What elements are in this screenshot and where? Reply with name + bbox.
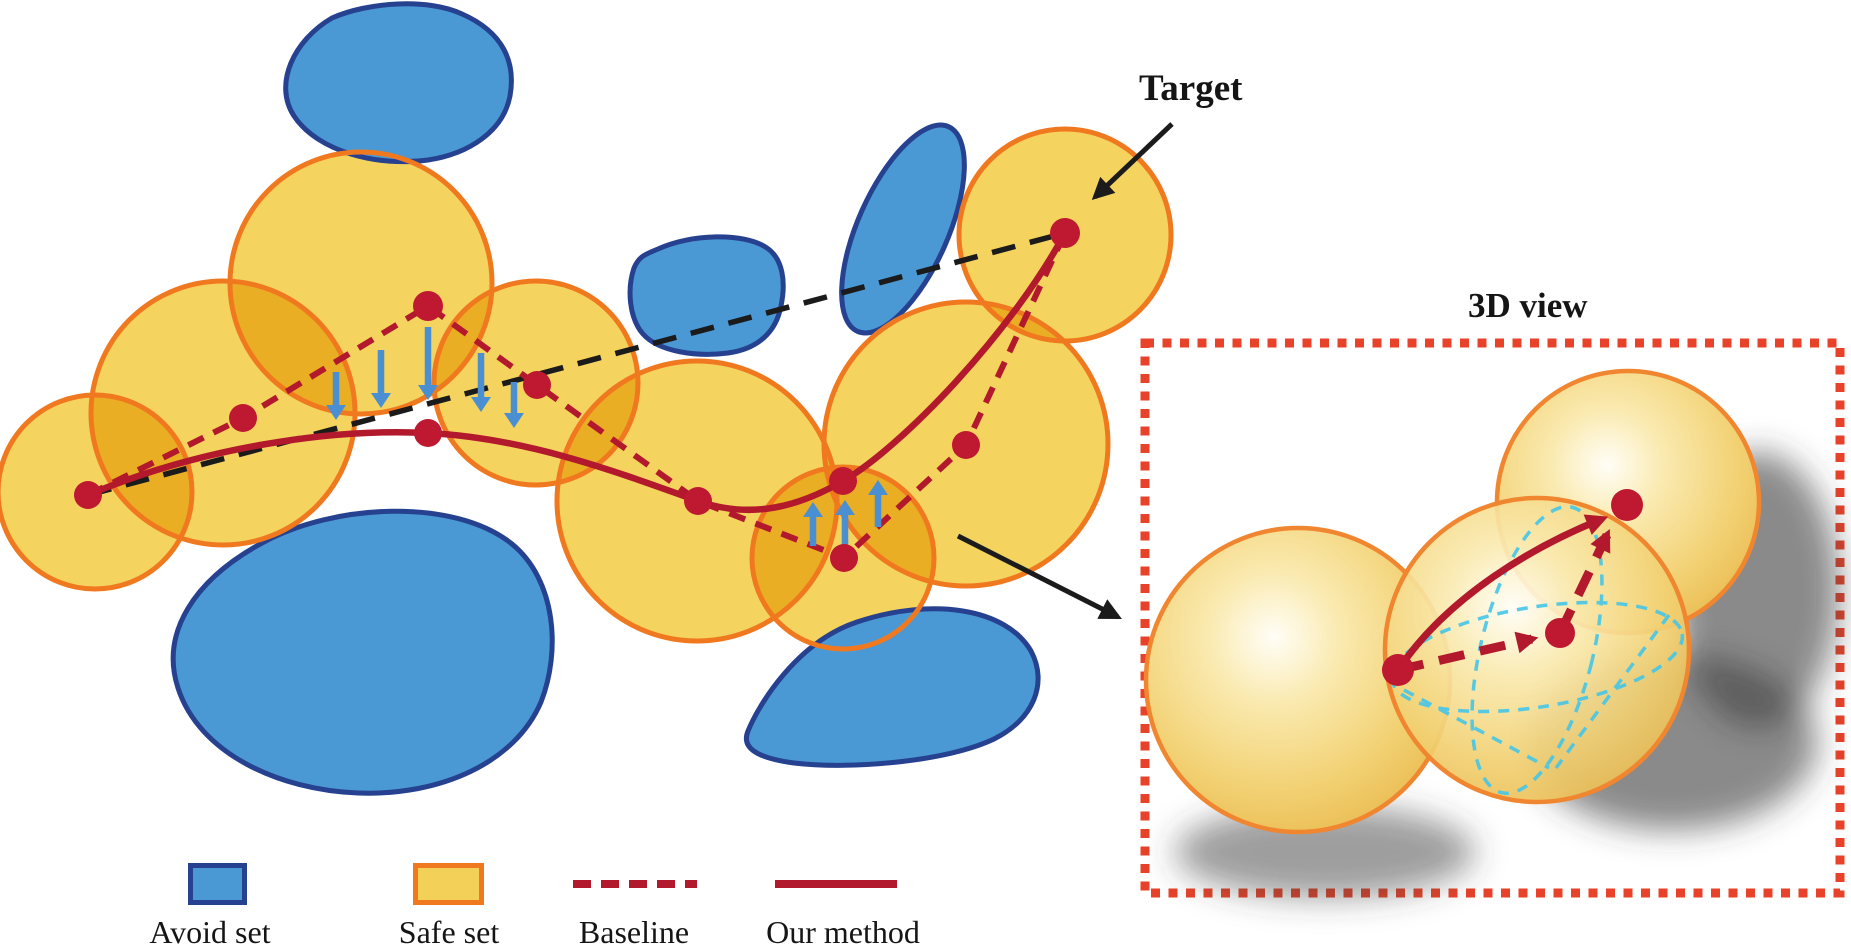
target-dot	[1050, 218, 1080, 248]
our-method-solid-swatch	[775, 880, 897, 888]
avoid-set-blob	[839, 122, 967, 336]
safe-set-outline	[821, 299, 1111, 589]
target-arrow	[1091, 122, 1174, 201]
waypoint-dot	[684, 487, 712, 515]
inset-3d-view-box	[1140, 338, 1845, 898]
projection-arrow-down	[471, 353, 491, 412]
projection-arrow-down	[326, 372, 346, 420]
avoid-set-swatch	[188, 863, 247, 905]
waypoint-dot	[1611, 489, 1643, 521]
safe-set-outline	[227, 149, 495, 417]
projection-arrows-up	[803, 480, 888, 548]
wireframe-chord	[1403, 688, 1550, 770]
waypoint-dot	[523, 371, 551, 399]
waypoint-dot	[829, 467, 857, 495]
projection-arrow-up	[803, 502, 823, 546]
waypoint-dot	[1545, 618, 1575, 648]
inset-waypoint-dots	[1382, 489, 1643, 686]
avoid-set-blob	[283, 1, 514, 165]
baseline-dashed-swatch	[573, 880, 697, 888]
legend-label-baseline: Baseline	[578, 914, 690, 950]
projection-arrow-up	[868, 480, 888, 527]
waypoint-dots	[74, 218, 1080, 572]
projection-arrows-down	[326, 327, 524, 428]
waypoint-dot	[413, 291, 443, 321]
safe-set-outline	[956, 126, 1174, 344]
inset-baseline-path	[1555, 529, 1612, 635]
waypoint-dot	[229, 404, 257, 432]
projection-arrow-down	[504, 382, 524, 428]
safe-set-outline	[0, 392, 195, 592]
projection-arrow-down	[418, 327, 438, 400]
projection-arrow-down	[371, 350, 391, 408]
target-label: Target	[1139, 68, 1243, 109]
start-dot	[74, 481, 102, 509]
avoid-set-blobs	[170, 1, 1041, 796]
inset-our-method-path	[1395, 514, 1609, 672]
wireframe-meridian	[1470, 504, 1604, 796]
legend-label-avoid-set: Avoid set	[149, 914, 271, 950]
safe-set-outline	[431, 278, 641, 488]
projection-arrow-up	[835, 500, 855, 548]
avoid-set-blob	[627, 234, 786, 357]
safe-spheres	[1143, 368, 1762, 835]
inset-baseline-path	[1396, 631, 1539, 675]
sphere-shadow	[1175, 806, 1475, 898]
inset-3d-view	[1140, 338, 1845, 898]
avoid-set-blob	[170, 508, 555, 796]
waypoint-dot	[952, 431, 980, 459]
waypoint-dot	[830, 544, 858, 572]
inset-3d-view-title: 3D view	[1468, 286, 1588, 325]
legend-label-safe-set: Safe set	[398, 914, 500, 950]
our-method-path	[86, 231, 1068, 514]
baseline-path	[86, 231, 1068, 562]
legend-label-our-method: Our method	[766, 914, 920, 950]
straight-reference-dashed-line	[87, 230, 1066, 498]
waypoint-dot	[1382, 654, 1414, 686]
waypoint-dot	[414, 419, 442, 447]
safe-set-swatch	[413, 863, 484, 905]
inset-pointer-arrow	[956, 533, 1122, 620]
